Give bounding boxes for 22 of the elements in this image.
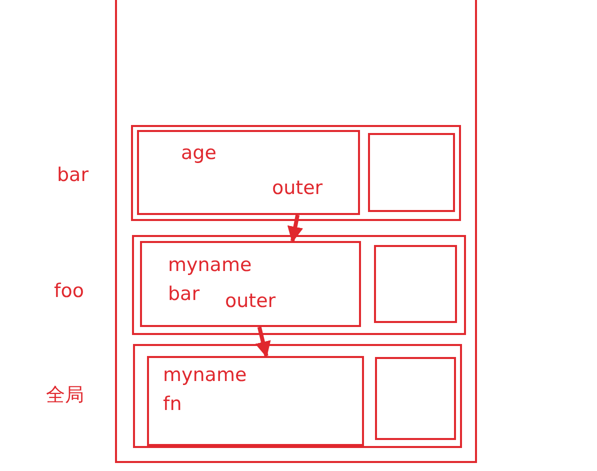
variable-name: fn [163,393,182,415]
empty-box [368,133,455,212]
stack-box [115,0,477,463]
empty-box [375,357,456,440]
variable-box [147,356,364,446]
variable-name: bar [168,283,200,305]
scope-frame [132,235,466,335]
variable-box [137,130,360,215]
empty-box [374,245,457,323]
variable-name: myname [168,254,252,276]
variable-name: outer [272,177,323,199]
scope-frame [133,344,462,448]
scope-label: foo [54,280,84,302]
variable-name: age [181,142,216,164]
arrow [255,326,271,358]
variable-name: outer [225,290,276,312]
scope-frame [131,125,461,221]
arrow [287,214,304,243]
scope-label: bar [57,164,89,186]
scope-label: 全局 [46,384,84,406]
variable-box [140,241,361,327]
variable-name: myname [163,364,247,386]
